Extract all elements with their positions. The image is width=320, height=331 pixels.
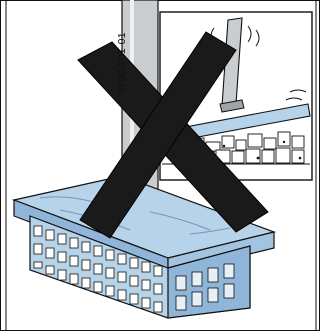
figure-code-label: 9790-201-01 <box>116 32 128 94</box>
